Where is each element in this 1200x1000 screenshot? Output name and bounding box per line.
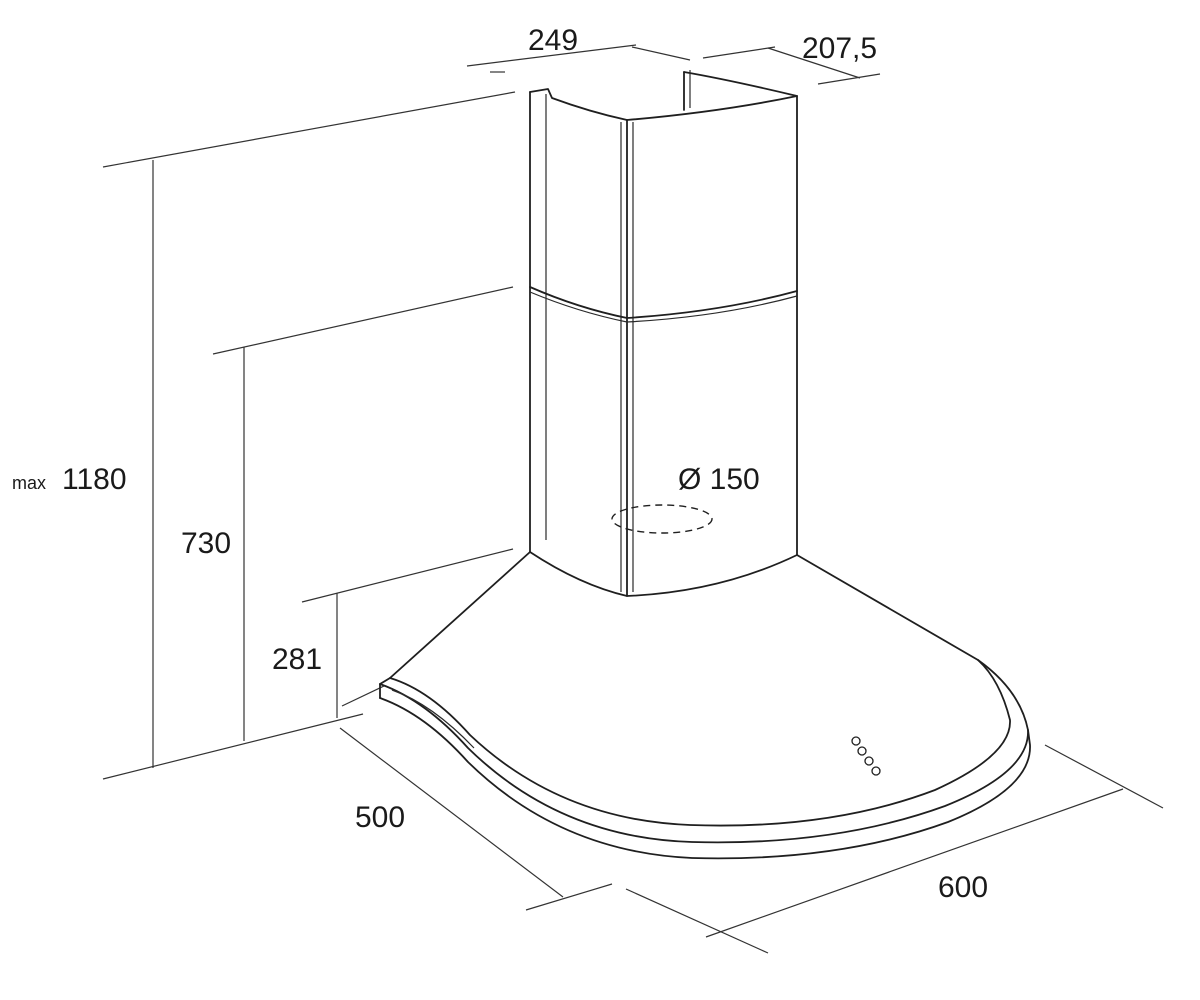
label-width: 600 bbox=[938, 871, 988, 904]
label-depth: 500 bbox=[355, 801, 405, 834]
outlet-ellipse bbox=[611, 504, 713, 534]
air-outlet bbox=[611, 504, 713, 534]
control-buttons-icon bbox=[851, 736, 881, 776]
label-hood-height: 281 bbox=[272, 643, 322, 676]
chimney bbox=[529, 70, 798, 597]
label-max-prefix: max bbox=[12, 473, 46, 493]
dimension-lines bbox=[102, 44, 1164, 954]
label-chimney-height: 730 bbox=[181, 527, 231, 560]
label-chimney-depth: 207,5 bbox=[802, 32, 877, 65]
label-outlet-diameter: Ø 150 bbox=[678, 463, 760, 496]
hood-canopy bbox=[379, 551, 1031, 860]
label-max-height: 1180 bbox=[62, 463, 127, 496]
dimension-labels: 249 207,5 max 1180 730 281 500 600 Ø 150 bbox=[12, 24, 988, 904]
label-chimney-width: 249 bbox=[528, 24, 578, 57]
